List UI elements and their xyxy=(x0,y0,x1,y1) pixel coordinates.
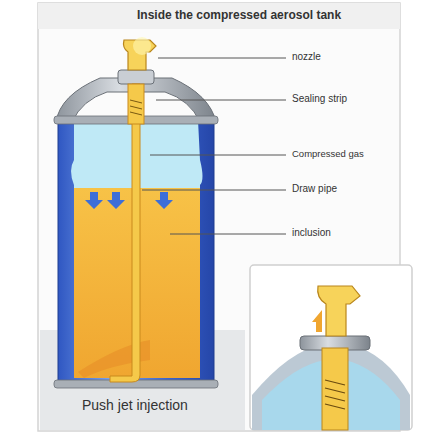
diagram-title: Inside the compressed aerosol tank xyxy=(137,9,341,23)
caption-label: Push jet injection xyxy=(82,397,188,413)
part-label: Compressed gas xyxy=(290,149,366,160)
part-label: Draw pipe xyxy=(290,183,339,195)
part-label: inclusion xyxy=(290,227,333,239)
part-label: nozzle xyxy=(290,51,323,63)
part-label: Sealing strip xyxy=(290,93,349,105)
